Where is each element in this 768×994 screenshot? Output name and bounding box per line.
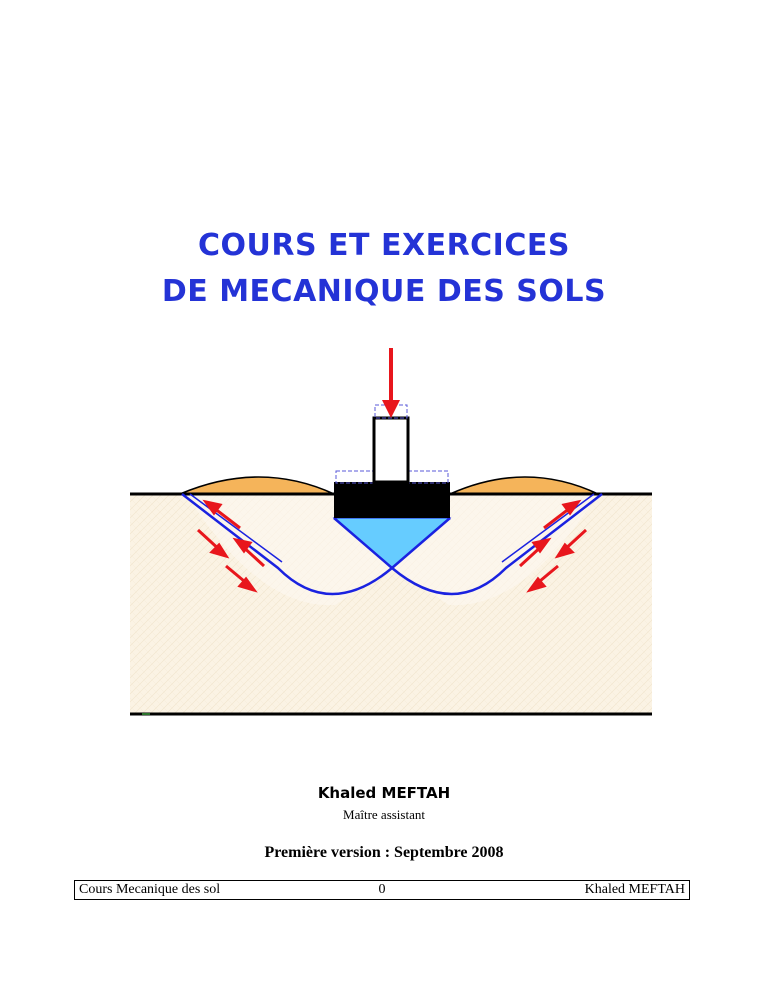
version-line: Première version : Septembre 2008	[264, 844, 504, 861]
right-heave-outline	[449, 476, 599, 495]
page-footer: Cours Mecanique des sol 0 Khaled MEFTAH	[74, 880, 690, 900]
left-shear-arrows	[196, 499, 266, 593]
footer-author: Khaled MEFTAH	[584, 882, 685, 897]
left-slip-surface	[181, 493, 451, 596]
load-arrow-head	[382, 400, 400, 418]
right-slip-surface-inner	[501, 493, 595, 563]
author-name: Khaled MEFTAH	[317, 784, 451, 802]
right-shear-arrows	[518, 499, 588, 593]
column	[372, 416, 410, 484]
footer-page-number: 0	[378, 882, 386, 897]
left-slip-surface-inner	[189, 493, 283, 563]
title-line-1: COURS ET EXERCICES	[198, 228, 570, 263]
footer-course-name: Cours Mecanique des sol	[79, 882, 221, 897]
left-heave-outline	[179, 476, 335, 495]
title-line-2: DE MECANIQUE DES SOLS	[161, 274, 607, 309]
footing	[334, 482, 450, 518]
author-role: Maître assistant	[343, 807, 425, 822]
right-slip-surface	[333, 493, 603, 596]
bearing-capacity-diagram	[130, 348, 652, 716]
